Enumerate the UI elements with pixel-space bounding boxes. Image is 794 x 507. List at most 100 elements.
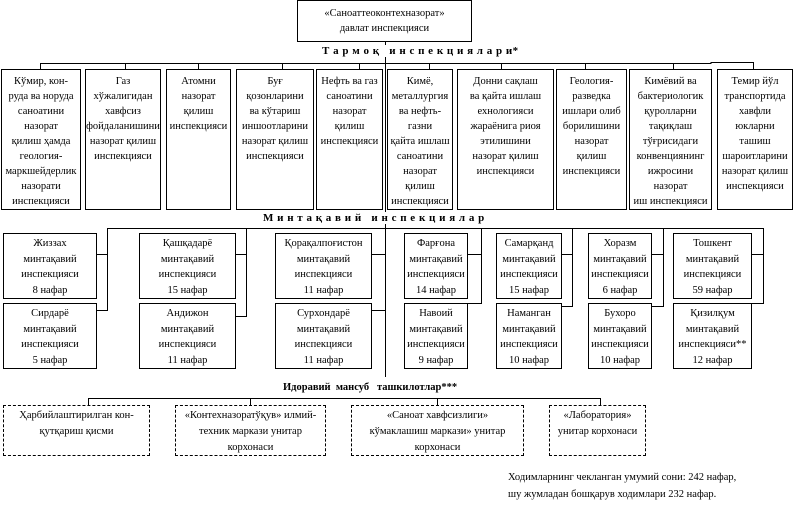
regional-inspection-suffix: инспекцияси [294,339,353,350]
regional-inspection-type: минтақавий [593,253,647,265]
sector-inspection-text: назорат [574,136,609,147]
regional-inspection-name: Тошкент [693,238,732,249]
regional-inspection-type: минтақавий [23,323,77,335]
subordinate-org-text: «Контехназоратўқув» илмий- [184,410,317,421]
subordinate-org-text: техник маркази унитар [199,426,302,437]
sector-inspection-text: назорати [21,181,61,192]
subordinate-org-box: «Лаборатория»унитар корхонаси [549,405,646,456]
sector-inspection-text: фойдаланишини [86,121,160,132]
regional-inspection-suffix: инспекцияси [21,339,79,350]
regional-inspection-suffix: инспекцияси [407,339,465,350]
sector-inspection-text: инспекцияси [476,166,535,177]
regional-inspection-staff: 15 нафар [508,284,550,296]
sector-inspection-text: инспекцияси [391,196,449,207]
regional-inspection-name: Фарғона [416,238,456,249]
sector-inspection-text: Атомни [181,76,216,87]
sector-inspection-text: ташиш [739,136,771,147]
sector-inspection-text: назорат [653,181,688,192]
sector-inspection-text: разведка [572,91,611,102]
regional-inspection-type: минтақавий [160,323,215,335]
sector-inspection-text: Кимёвий ва [644,76,697,87]
sector-inspection-text: руда ва норуда [8,91,74,102]
sector-inspection-text: қилиш ҳамда [11,136,71,147]
sector-inspection-text: назорат қилиш [89,136,157,147]
sector-inspection-text: қилиш [183,106,214,117]
regional-inspection-staff: 8 нафар [32,284,68,296]
sector-inspection-text: назорат [403,166,437,177]
sector-inspection-text: инспекцияси [562,166,621,177]
sector-inspection-text: инспекцияси [94,151,152,162]
regional-inspection-staff: 14 нафар [415,284,457,296]
regional-inspection-suffix: инспекцияси** [678,339,747,350]
sector-inspection-text: Кимё, [406,76,434,87]
subordinate-org-text: қутқариш қисми [39,426,114,437]
sector-inspection-text: Газ [115,76,131,87]
subordinate-org-text: корхонаси [414,442,461,453]
sector-inspection-text: қилиш [405,181,435,192]
sector-inspection-text: металлургия [391,91,449,102]
sector-inspection-text: назорат [181,91,216,102]
sector-inspection-text: Нефть ва газ [321,76,378,87]
subordinate-org-text: «Саноат хавфсизлиги» [386,410,489,421]
footer-management-staff: шу жумладан бошқарув ходимлари 232 нафар… [508,489,717,500]
regional-heading: М и н т а қ а в и й и н с п е к ц и я л … [263,212,485,224]
regional-inspection-staff: 12 нафар [692,354,733,366]
sector-inspection-text: газни [407,121,433,132]
subordinate-org-text: «Лаборатория» [563,410,632,421]
sector-inspection-text: этилишини [480,136,531,147]
sector-inspection-text: хавфсиз [105,106,141,117]
regional-inspection-staff: 10 нафар [599,354,641,366]
head-inspection-subtitle: давлат инспекцияси [339,23,430,34]
sector-inspection-text: инспекцияси [12,196,70,207]
regional-inspection-name: Андижон [166,308,209,319]
sector-inspection-text: инспекцияси [246,151,304,162]
regional-inspection-name: Сирдарё [31,308,69,319]
sector-inspection-text: қилиш [576,151,607,162]
sector-inspection-text: назорат қилиш [472,151,539,162]
subordinate-org-box: «Контехназоратўқув» илмий-техник маркази… [175,405,326,456]
regional-inspection-staff: 11 нафар [303,284,344,296]
regional-inspection-box: Сирдарё минтақавий инспекцияси 5 нафар [3,303,97,369]
head-inspection-box: «Саноаттеоконтехназорат» давлат инспекци… [297,0,472,42]
sector-inspection-text: шароитларини [722,151,788,162]
regional-inspection-name: Қорақалпоғистон [284,238,363,249]
regional-inspection-name: Самарқанд [504,238,554,249]
regional-inspection-type: минтақавий [409,253,463,265]
sector-inspection-text: Кўмир, кон- [14,76,68,87]
regional-inspection-staff: 11 нафар [303,354,344,366]
sector-inspection-text: инспекцияси [726,181,784,192]
sector-inspection-text: жараёнига риоя [470,121,541,132]
sector-inspection-text: транспортида [724,91,786,102]
regional-inspection-staff: 5 нафар [32,354,68,366]
sector-inspection-text: қозонларини [246,91,304,102]
subordinate-org-text: корхонаси [227,442,274,453]
sector-inspection-text: қайта ишлаш [390,136,450,147]
sector-inspection-text: ва қайта ишлаш [469,91,542,102]
regional-inspection-name: Қашқадарё [162,238,213,249]
subordinate-org-text: Ҳарбийлаштирилган кон- [19,410,134,421]
regional-inspection-type: минтақавий [296,323,351,335]
regional-inspection-name: Жиззах [33,238,67,249]
sector-inspection-text: саноатини [396,151,444,162]
regional-inspection-suffix: инспекцияси [500,269,558,280]
sector-inspection-text: Буғ [267,76,283,87]
regional-inspection-type: минтақавий [296,253,351,265]
regional-inspection-name: Хоразм [603,238,637,249]
